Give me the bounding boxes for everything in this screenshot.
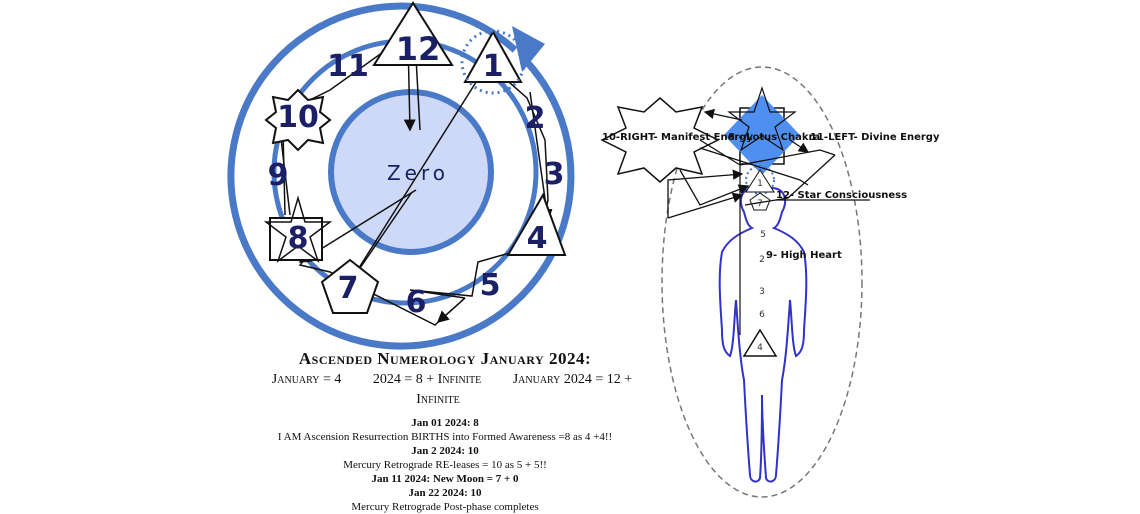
formula-january: January = 4 — [271, 372, 342, 387]
lotus-diamond — [724, 95, 800, 175]
numerology-notes: Ascended Numerology January 2024: Januar… — [230, 348, 660, 514]
entry-date-2: Jan 2 2024: 10 — [411, 445, 479, 457]
notes-title: Ascended Numerology January 2024: — [298, 349, 592, 368]
entry-desc-2: Mercury Retrograde RE-leases = 10 as 5 +… — [343, 459, 547, 471]
ascended-numerology-diagram: Zero 12 1 2 3 4 5 6 — [227, 1, 940, 498]
entry-date-3: Jan 11 2024: New Moon = 7 + 0 — [371, 473, 519, 485]
wheel-number-3: 3 — [544, 157, 565, 192]
aura-ellipse — [661, 66, 863, 498]
chakra-number-5: 5 — [760, 230, 766, 240]
star-10-shape — [264, 88, 332, 152]
chakra-number-6: 6 — [759, 310, 765, 320]
human-outline — [718, 187, 808, 483]
star-8-shape — [263, 195, 333, 264]
wheel-number-12: 12 — [396, 30, 441, 68]
entry-desc-1: I AM Ascension Resurrection BIRTHS into … — [277, 431, 613, 443]
notes-formulas: January = 4 2024 = 8 + Infinite January … — [230, 370, 660, 410]
triangle-4-shape — [506, 192, 567, 256]
body-energy-figure: 1 7 5 2 3 6 4 10-RIGHT- Manifest Energy … — [600, 66, 940, 498]
triangle-12-shape — [372, 1, 454, 66]
entry-date-1: Jan 01 2024: 8 — [411, 417, 479, 429]
wheel-number-9: 9 — [268, 158, 289, 193]
wheel-number-1: 1 — [483, 49, 504, 84]
lotus-chakra-label: 8 - Lotus Chakra — [728, 132, 820, 143]
wheel-number-2: 2 — [525, 101, 546, 136]
wheel-number-5: 5 — [480, 268, 501, 303]
divine-energy-label: 11-LEFT- Divine Energy — [810, 132, 940, 143]
chakra-number-4: 4 — [757, 343, 763, 353]
wheel-number-8: 8 — [288, 221, 309, 256]
root-triangle — [742, 328, 778, 357]
body-connection-lines — [667, 108, 870, 219]
outer-ring — [227, 2, 575, 350]
crown-pentagon — [749, 192, 771, 211]
zero-label: Zero — [387, 161, 449, 185]
numerology-wheel: Zero 12 1 2 3 4 5 6 — [227, 1, 575, 350]
high-heart-label: 9- High Heart — [766, 250, 842, 261]
crown-triangle — [745, 169, 775, 193]
square-8-shape — [269, 217, 323, 261]
wheel-number-4: 4 — [527, 221, 548, 256]
star-consciousness-label: 12- Star Consciousness — [776, 190, 907, 201]
manifest-energy-label: 10-RIGHT- Manifest Energy — [602, 132, 753, 143]
entry-desc-4: Mercury Retrograde Post-phase completes — [351, 501, 539, 513]
entry-date-4: Jan 22 2024: 10 — [408, 487, 482, 499]
wheel-number-11: 11 — [327, 49, 369, 84]
chakra-number-2: 2 — [759, 255, 765, 265]
wheel-number-10: 10 — [277, 100, 319, 135]
chakra-number-7: 7 — [757, 199, 763, 209]
formula-2024: 2024 = 8 + Infinite — [372, 372, 482, 387]
pentagon-7-shape — [320, 258, 380, 314]
lotus-star — [727, 86, 797, 152]
ring-arrowhead — [512, 26, 545, 72]
wheel-number-6: 6 — [406, 285, 427, 320]
wheel-number-7: 7 — [338, 271, 359, 306]
triangle-1-shape — [463, 29, 523, 83]
manifest-star — [600, 97, 720, 183]
zero-circle — [328, 89, 494, 255]
dotted-circle-1 — [460, 29, 526, 95]
formula-january-2024: January 2024 = 12 + Infinite — [416, 372, 633, 407]
chakra-number-1: 1 — [757, 179, 763, 189]
chakra-number-3: 3 — [759, 287, 765, 297]
